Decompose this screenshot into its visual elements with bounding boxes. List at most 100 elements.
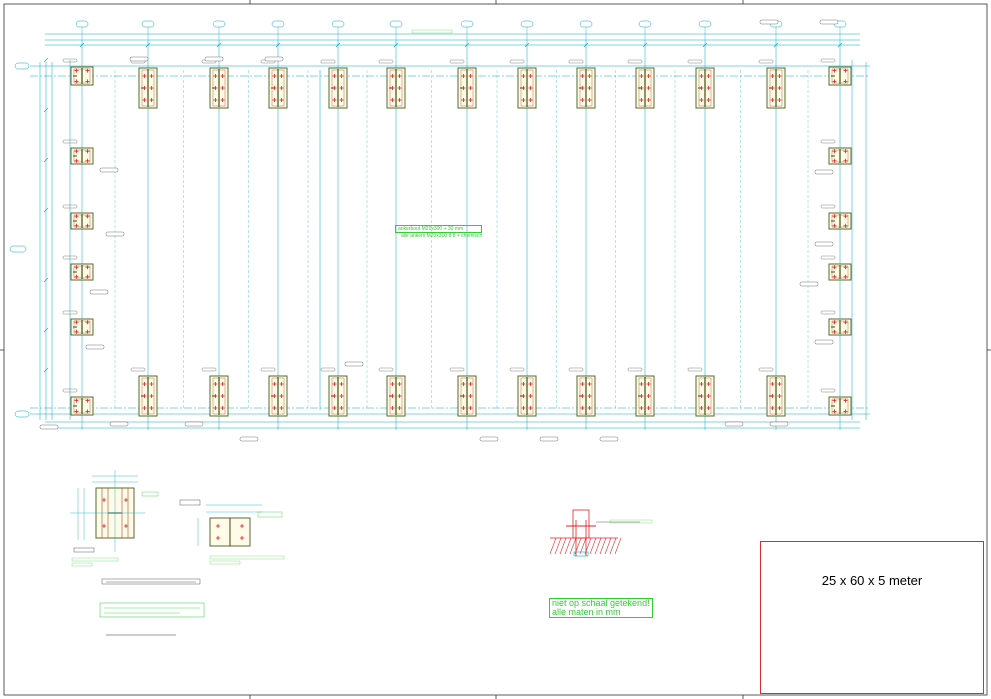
detail-label [179, 499, 201, 506]
side-plate-left [62, 255, 94, 281]
sheet-border [3, 3, 988, 696]
plate-tag [687, 59, 703, 64]
scale-note: niet op schaal getekend! alle maten in m… [549, 598, 653, 618]
corner-plate-bottom-left [62, 388, 94, 416]
leader-tag [814, 339, 834, 345]
foundation-hatch [614, 537, 622, 555]
base-plate-top [509, 59, 537, 109]
dimension-tick [43, 157, 49, 163]
title-block-text: 25 x 60 x 5 meter [821, 573, 923, 588]
grid-bubble-row [14, 62, 30, 70]
grid-bubble-top [141, 20, 155, 28]
plate-tag [62, 255, 78, 260]
dimension-label-top [411, 29, 453, 34]
general-note-box [101, 578, 201, 585]
grid-bubble-row [14, 410, 30, 418]
plate-tag [62, 310, 78, 315]
leader-tag [239, 436, 259, 442]
plate-tag [820, 204, 836, 209]
grid-bubble-top [212, 20, 226, 28]
dimension-tick [464, 42, 470, 48]
leader-tag [814, 241, 834, 247]
plate-tag [820, 255, 836, 260]
detail-base-plate-1 [70, 470, 159, 567]
leader-tag [264, 56, 284, 62]
side-plate-left [62, 204, 94, 230]
plate-tag [820, 388, 836, 393]
side-plate-right [820, 139, 852, 165]
plate-tag [758, 367, 774, 372]
plate-tag [687, 367, 703, 372]
leader-tag [769, 421, 789, 427]
center-annotation-line1: ankerbout M20x300 + 30 mm [395, 225, 483, 233]
leader-tag [105, 231, 125, 237]
plate-tag [627, 367, 643, 372]
leader-tag [129, 56, 149, 62]
dimension-tick [43, 367, 49, 373]
side-plate-right [820, 255, 852, 281]
base-plate-top [758, 59, 786, 109]
plate-tag [449, 367, 465, 372]
side-plate-right [820, 204, 852, 230]
grid-bubble-top [271, 20, 285, 28]
base-plate-bottom [509, 367, 537, 417]
plate-tag [320, 59, 336, 64]
dimension-tick [335, 42, 341, 48]
leader-tag [819, 19, 839, 25]
leader-tag [344, 361, 364, 367]
anchor-note-box [99, 602, 205, 618]
plate-tag [320, 367, 336, 372]
dimension-tick [524, 42, 530, 48]
plate-tag [62, 139, 78, 144]
plate-tag [820, 58, 836, 63]
base-plate-top [378, 59, 406, 109]
base-plate-bottom [568, 367, 596, 417]
column-section [572, 509, 590, 539]
scale-note-line1: niet op schaal getekend! [552, 598, 650, 608]
scale-note-line2: alle maten in mm [552, 607, 621, 617]
leader-tag [599, 436, 619, 442]
dimension-tick [145, 42, 151, 48]
leader-tag [204, 56, 224, 62]
side-plate-left [62, 139, 94, 165]
center-annotation-line2: alle ankers M20x300 8.8 + chemisch [401, 233, 483, 239]
grid-bubble-top [698, 20, 712, 28]
foundation-hatch [559, 537, 567, 555]
plate-tag [62, 204, 78, 209]
plate-tag [130, 367, 146, 372]
base-plate-bottom [378, 367, 406, 417]
foundation-hatch [589, 537, 597, 555]
base-plate-bottom [758, 367, 786, 417]
detail-label [257, 511, 283, 518]
dimension-layer [39, 29, 867, 429]
dimension-tick [275, 42, 281, 48]
plate-tag [758, 59, 774, 64]
foundation-hatch [549, 537, 557, 555]
leader-tag [814, 169, 834, 175]
base-plate-bottom [627, 367, 655, 417]
dimension-tick [393, 42, 399, 48]
leader-tag [85, 344, 105, 350]
center-annotation: ankerbout M20x300 + 30 mm alle ankers M2… [395, 225, 483, 239]
plate-tag [201, 367, 217, 372]
grid-bubble-top [389, 20, 403, 28]
grid-bubble-top [579, 20, 593, 28]
base-plate-top [687, 59, 715, 109]
plate-tag [627, 59, 643, 64]
dimension-tick [216, 42, 222, 48]
side-plate-left [62, 310, 94, 336]
foundation-hatch [604, 537, 612, 555]
base-plate-top [320, 59, 348, 109]
base-plate-bottom [201, 367, 229, 417]
base-plate-top [130, 59, 158, 109]
foundation-hatch [554, 537, 562, 555]
detail-note [71, 562, 93, 567]
detail-note [71, 557, 119, 562]
leader-tag [759, 19, 779, 25]
leader-tag [539, 436, 559, 442]
dimension-tick [43, 327, 49, 333]
base-plate-bottom [320, 367, 348, 417]
dimension-tick [43, 107, 49, 113]
dimension-tick [642, 42, 648, 48]
